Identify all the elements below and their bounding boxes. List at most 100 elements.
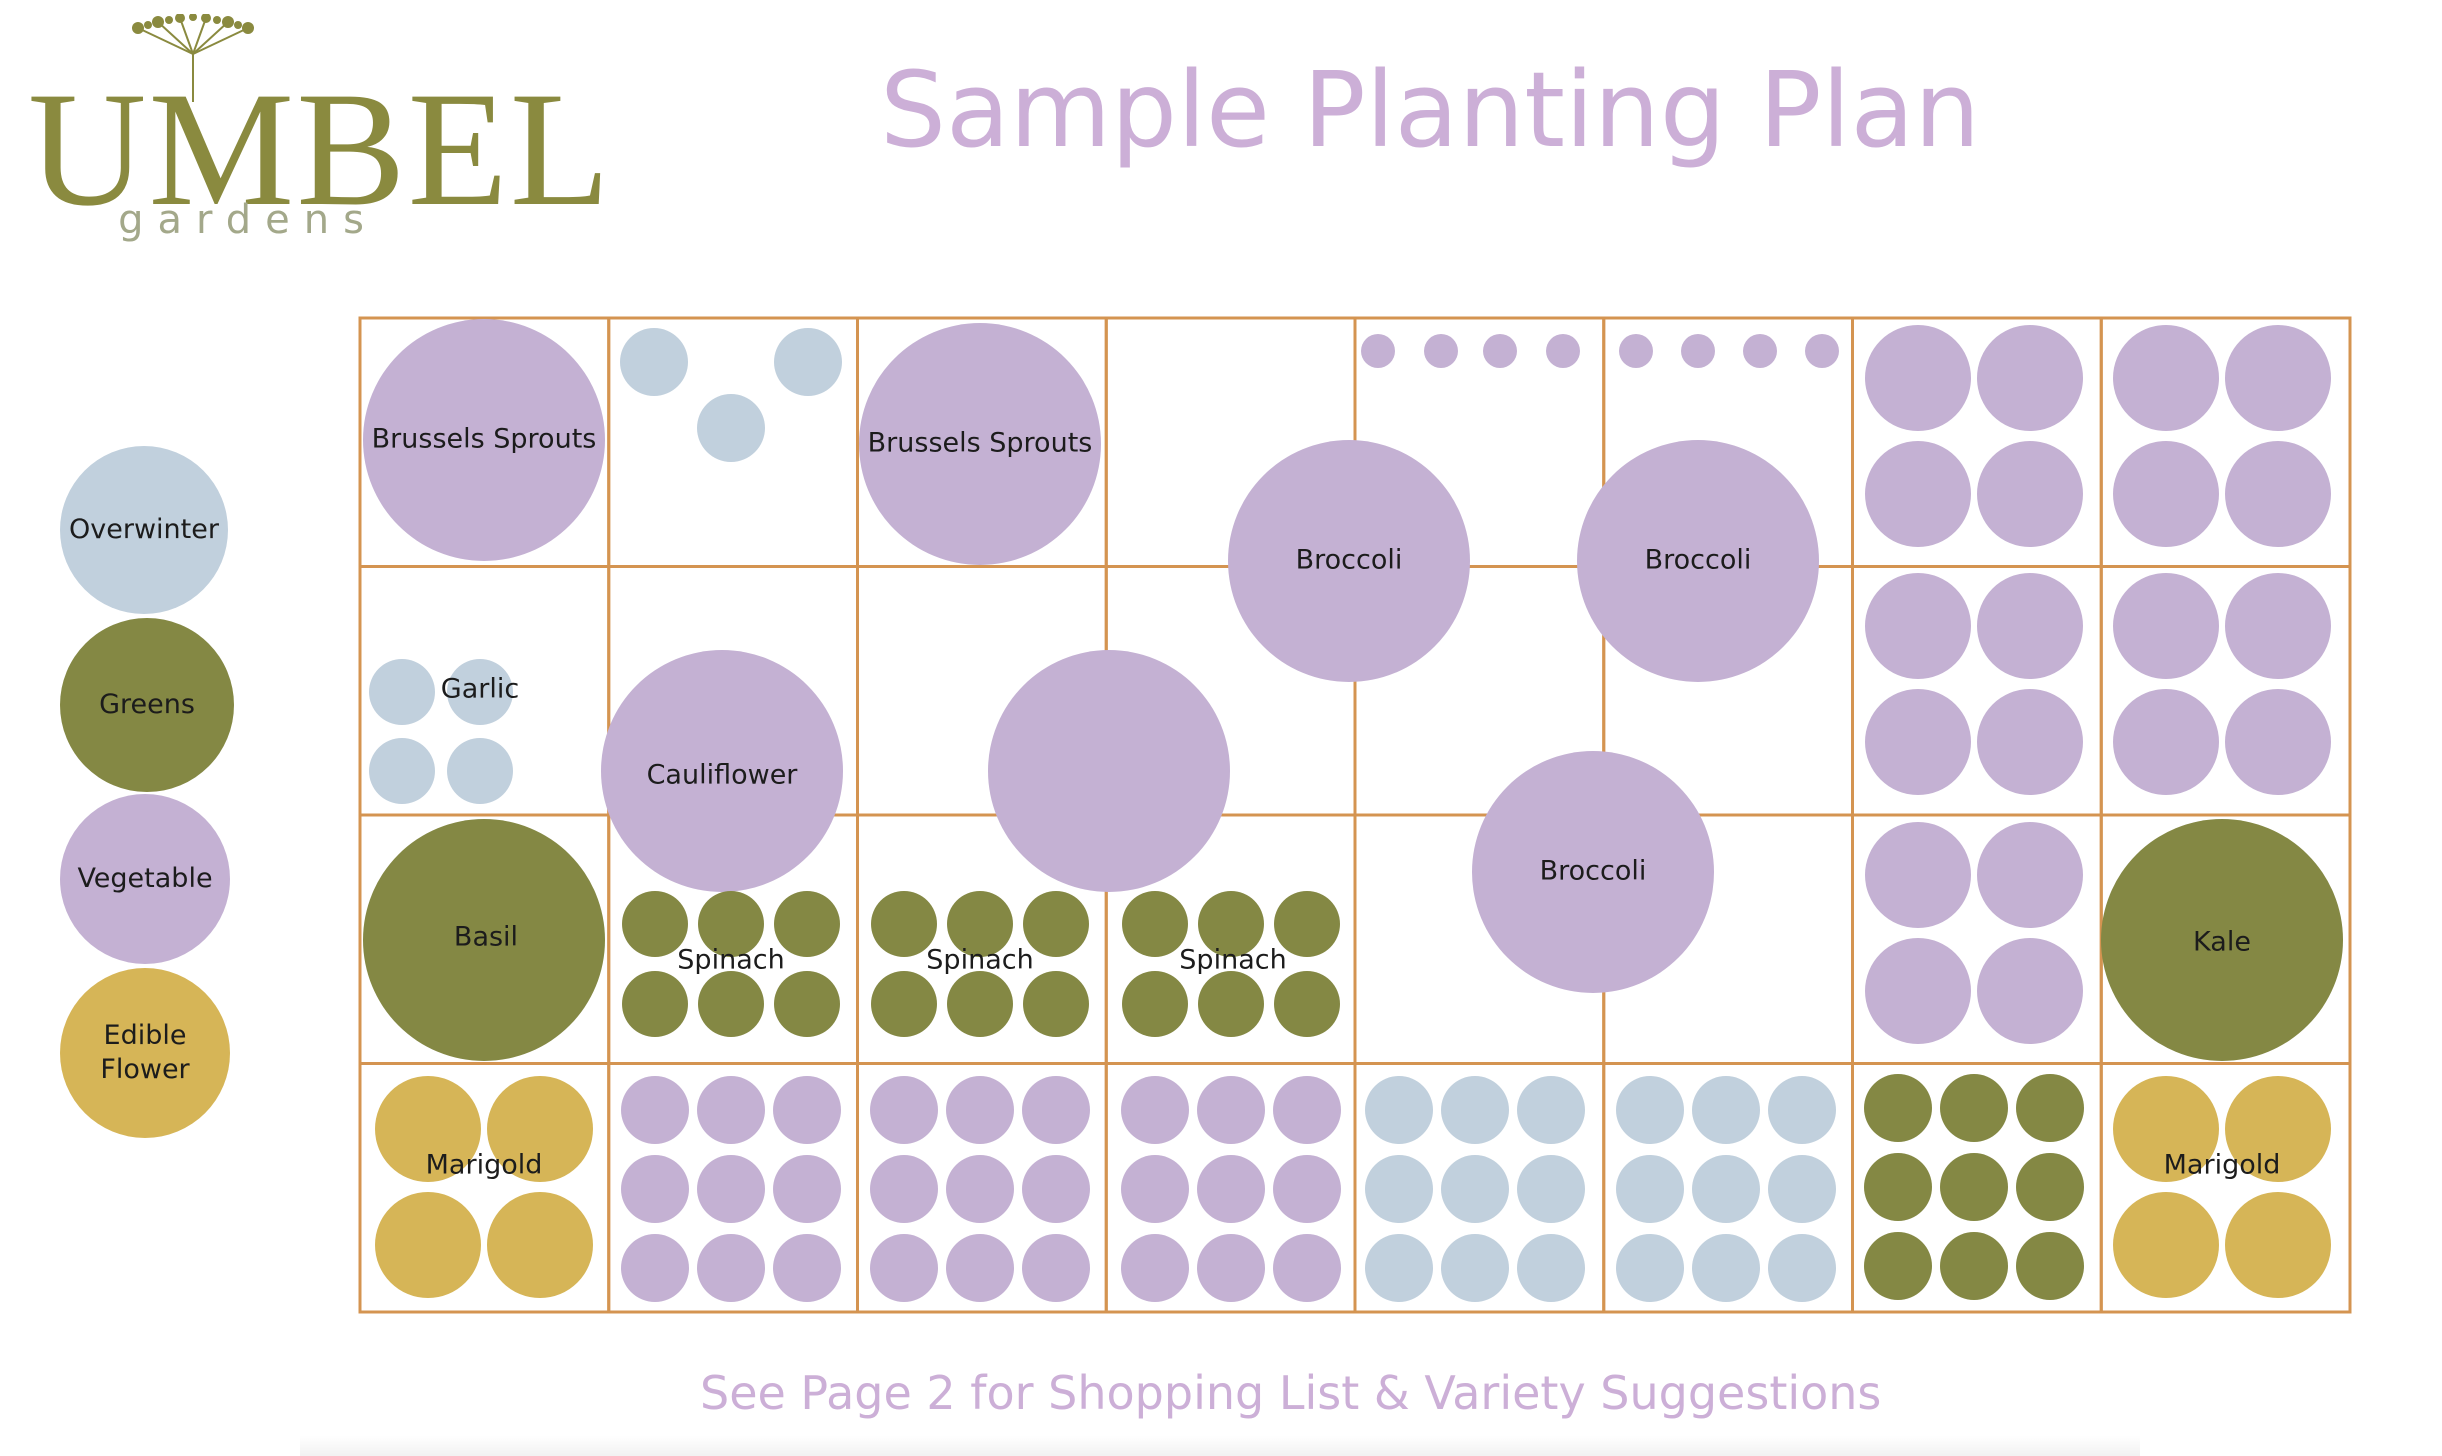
plant-circle bbox=[697, 394, 765, 462]
plant-overwinter-trio bbox=[620, 328, 842, 462]
plant-circle bbox=[2113, 573, 2219, 679]
plant-circle bbox=[369, 659, 435, 725]
plant-circle bbox=[1865, 689, 1971, 795]
plant-circle bbox=[1940, 1153, 2008, 1221]
plant-circle bbox=[2113, 441, 2219, 547]
plant-circle bbox=[773, 1234, 841, 1302]
plant-circle bbox=[1022, 1076, 1090, 1144]
plant-label: Spinach bbox=[677, 945, 784, 976]
plant-circle bbox=[1273, 1076, 1341, 1144]
legend-vegetable: Vegetable bbox=[60, 794, 230, 964]
plant-circle bbox=[1940, 1074, 2008, 1142]
plant-circle bbox=[2113, 325, 2219, 431]
plant-label: Broccoli bbox=[1540, 856, 1647, 887]
plant-circle bbox=[859, 323, 1101, 565]
plant-circle bbox=[1805, 334, 1839, 368]
plant-circle bbox=[870, 1234, 938, 1302]
plant-circle bbox=[1441, 1155, 1509, 1223]
plant-label: Kale bbox=[2193, 927, 2251, 958]
plant-circle bbox=[1197, 1155, 1265, 1223]
plant-circle bbox=[1977, 689, 2083, 795]
plant-circle bbox=[1228, 440, 1470, 682]
legend-label: Greens bbox=[99, 689, 195, 721]
plant-circle bbox=[487, 1192, 593, 1298]
plant-circle bbox=[1197, 1234, 1265, 1302]
plant-circle bbox=[1977, 325, 2083, 431]
legend-edible-flower: Edible Flower bbox=[60, 968, 230, 1138]
plant-circle bbox=[363, 319, 605, 561]
plant-vegetable-row-small-1 bbox=[1361, 334, 1580, 368]
plant-marigold-2: Marigold bbox=[2113, 1076, 2331, 1298]
plant-circle bbox=[1517, 1155, 1585, 1223]
plant-vegetable-quad-5 bbox=[1865, 822, 2083, 1044]
plant-circle bbox=[622, 891, 688, 957]
plant-circle bbox=[621, 1155, 689, 1223]
plant-circle bbox=[2225, 325, 2331, 431]
plant-spinach-3: Spinach bbox=[1122, 891, 1340, 1037]
legend-overwinter: Overwinter bbox=[60, 446, 228, 614]
plant-circle bbox=[1022, 1155, 1090, 1223]
plant-circle bbox=[697, 1234, 765, 1302]
legend-label: Vegetable bbox=[77, 863, 213, 895]
plant-circle bbox=[1441, 1234, 1509, 1302]
plant-circle bbox=[1616, 1076, 1684, 1144]
plant-circle bbox=[697, 1076, 765, 1144]
plant-circle bbox=[487, 1076, 593, 1182]
plant-vegetable-quad-3 bbox=[1865, 573, 2083, 795]
plant-circle bbox=[1274, 971, 1340, 1037]
plant-greens-nine bbox=[1864, 1074, 2084, 1300]
plant-spinach-2: Spinach bbox=[871, 891, 1089, 1037]
plant-circle bbox=[447, 738, 513, 804]
plant-circle bbox=[2225, 689, 2331, 795]
plant-circle bbox=[1517, 1076, 1585, 1144]
plant-kale: Kale bbox=[2101, 819, 2343, 1061]
plant-cauliflower: Cauliflower bbox=[601, 650, 843, 892]
plant-circle bbox=[621, 1076, 689, 1144]
plant-label: Spinach bbox=[926, 945, 1033, 976]
plant-vegetable-quad-4 bbox=[2113, 573, 2331, 795]
plant-circle bbox=[375, 1192, 481, 1298]
plant-circle bbox=[1865, 325, 1971, 431]
plant-circle bbox=[1121, 1076, 1189, 1144]
plant-circle bbox=[1864, 1074, 1932, 1142]
plant-circle bbox=[871, 971, 937, 1037]
plant-circle bbox=[1619, 334, 1653, 368]
page-edge-shadow bbox=[300, 1436, 2140, 1456]
plant-circle bbox=[2225, 573, 2331, 679]
plant-broccoli-1: Broccoli bbox=[1228, 440, 1470, 682]
grid-cell bbox=[2099, 1062, 2352, 1314]
plant-basil: Basil bbox=[363, 819, 605, 1061]
plant-label: Basil bbox=[454, 922, 518, 953]
plant-circle bbox=[1940, 1232, 2008, 1300]
plant-circle bbox=[1122, 891, 1188, 957]
plant-circle bbox=[1616, 1234, 1684, 1302]
plant-marigold-1: Marigold bbox=[375, 1076, 593, 1298]
umbel-flower-icon bbox=[132, 14, 254, 102]
plant-circle bbox=[698, 971, 764, 1037]
plant-circle bbox=[870, 1155, 938, 1223]
plant-circle bbox=[1977, 938, 2083, 1044]
plant-circle bbox=[369, 738, 435, 804]
plant-circle bbox=[1768, 1076, 1836, 1144]
plant-circle bbox=[1198, 971, 1264, 1037]
plant-circle bbox=[1273, 1234, 1341, 1302]
plant-circle bbox=[1424, 334, 1458, 368]
plant-circle bbox=[774, 971, 840, 1037]
plant-brussels-sprouts-2: Brussels Sprouts bbox=[859, 323, 1101, 565]
plant-circle bbox=[1692, 1076, 1760, 1144]
plant-label: Marigold bbox=[426, 1150, 543, 1181]
plant-circle bbox=[946, 1155, 1014, 1223]
plant-circle bbox=[1121, 1234, 1189, 1302]
plant-circle bbox=[2225, 1192, 2331, 1298]
plant-circle bbox=[1681, 334, 1715, 368]
plant-label: Marigold bbox=[2164, 1150, 2281, 1181]
plant-vegetable-nine-2 bbox=[870, 1076, 1090, 1302]
plant-vegetable-quad-2 bbox=[2113, 325, 2331, 547]
plant-circle bbox=[697, 1155, 765, 1223]
plant-circle bbox=[698, 891, 764, 957]
plant-circle bbox=[774, 891, 840, 957]
plant-circle bbox=[1472, 751, 1714, 993]
plant-circle bbox=[363, 819, 605, 1061]
plant-circle bbox=[1768, 1155, 1836, 1223]
